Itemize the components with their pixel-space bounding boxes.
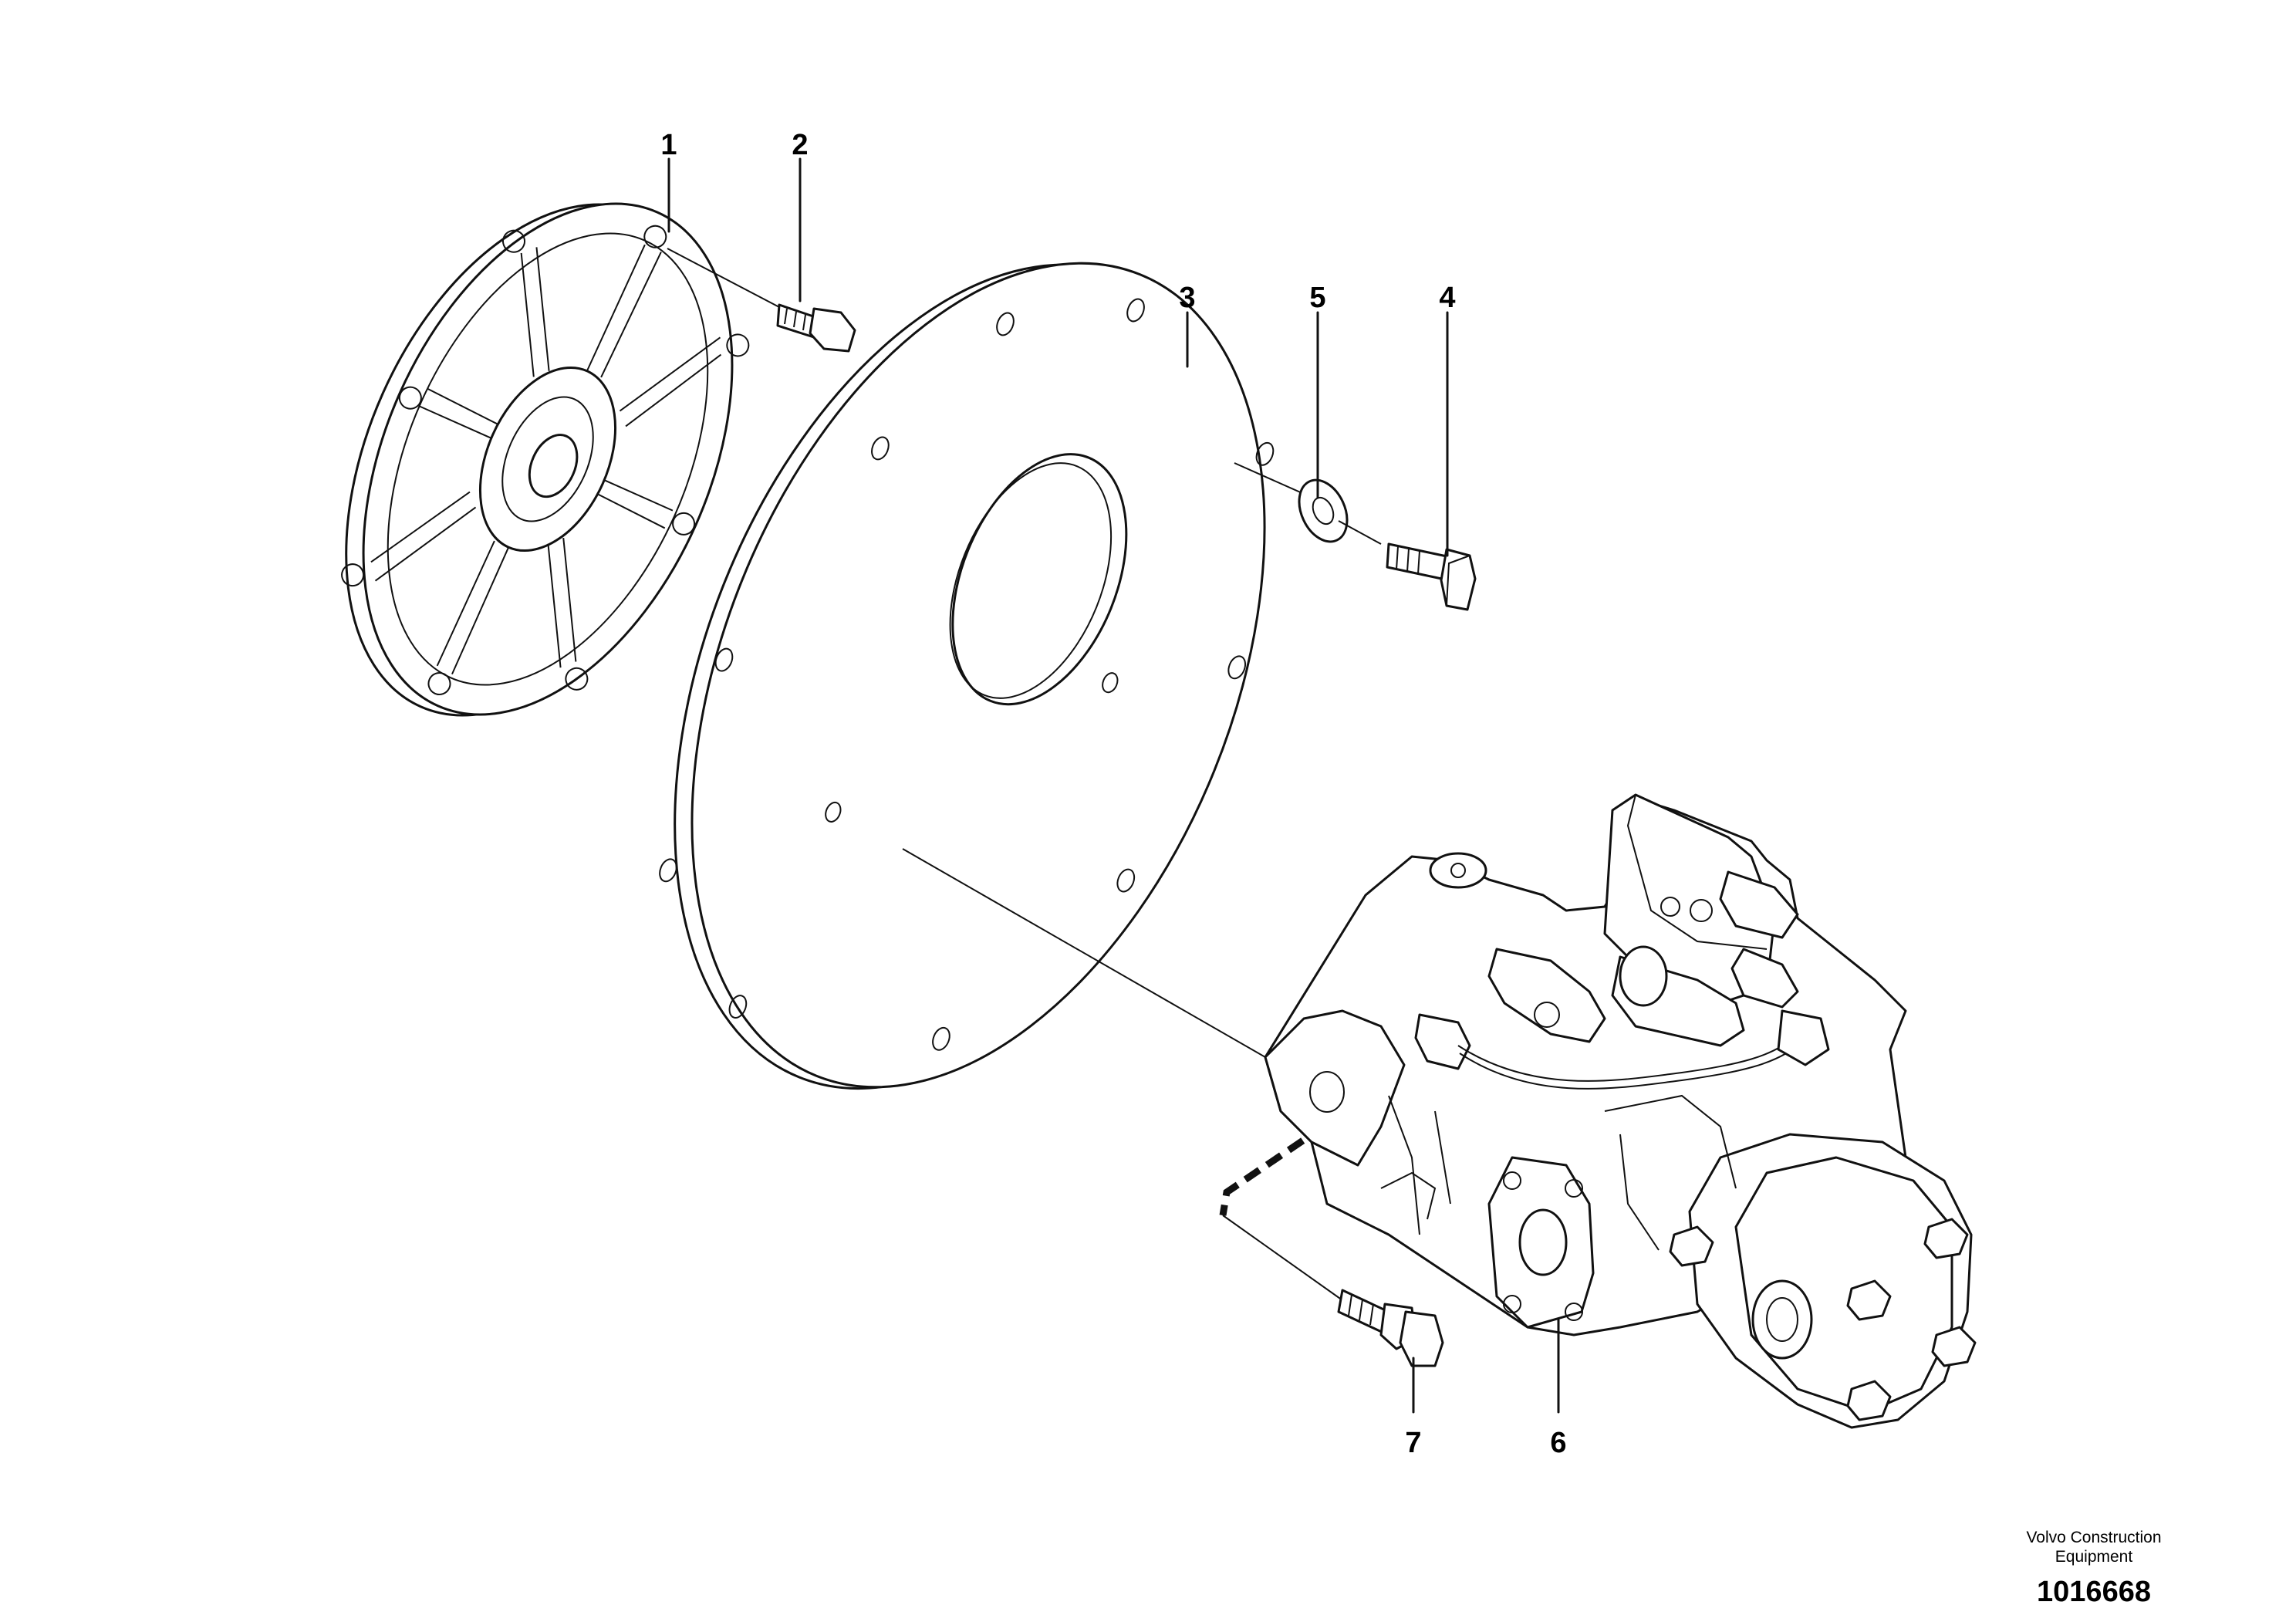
brand-line-1: Volvo Construction <box>2026 1529 2162 1546</box>
flywheel-plate-part <box>659 262 1275 1090</box>
hex-bolt-part <box>1386 542 1477 611</box>
callout-5: 5 <box>1309 282 1325 314</box>
brand-line-2: Equipment <box>2055 1548 2133 1566</box>
callout-4: 4 <box>1439 282 1455 314</box>
callout-6: 6 <box>1550 1427 1566 1459</box>
document-number: 1016668 <box>2037 1576 2151 1608</box>
callout-7: 7 <box>1405 1427 1421 1459</box>
coupling-flange-part <box>341 202 750 717</box>
callout-3: 3 <box>1179 282 1195 314</box>
callout-2: 2 <box>792 129 808 161</box>
leader-lines <box>667 157 1560 1414</box>
washer-part <box>1234 462 1382 545</box>
brand-caption: Volvo Construction Equipment <box>2001 1528 2186 1566</box>
flange-screw-part <box>667 248 856 353</box>
callout-1: 1 <box>660 129 677 161</box>
hydraulic-pump-part <box>1264 793 1977 1429</box>
callout-labels: 1 2 3 5 4 6 7 <box>660 129 1566 1459</box>
